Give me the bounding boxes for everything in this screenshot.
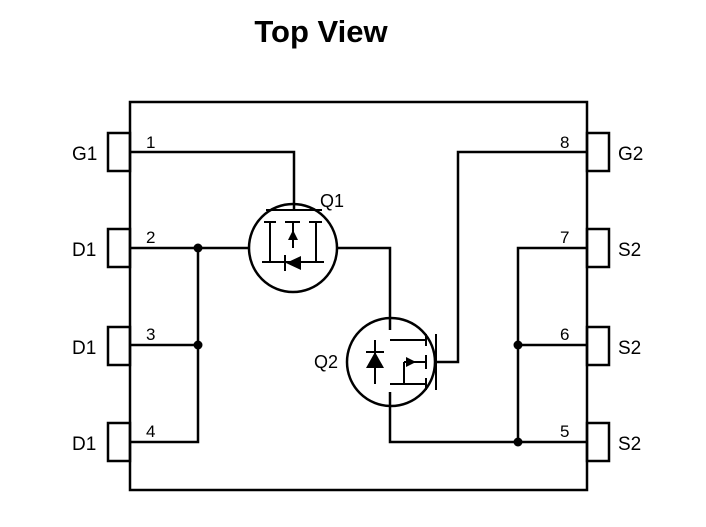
pin-7-number: 7: [560, 228, 569, 247]
wire-pin1-to-q1-gate: [130, 150, 296, 210]
wire-s2-bus: [516, 246, 587, 442]
pin-7-tab: [585, 227, 611, 269]
pin-5-tab: [585, 421, 611, 463]
pin-8-number: 8: [560, 133, 569, 152]
package-outline: [128, 100, 589, 492]
pin-1-number: 1: [146, 133, 155, 152]
junction-dot: [193, 340, 203, 350]
pin-3-number: 3: [146, 325, 155, 344]
wire-pin8-to-q2-gate: [436, 150, 587, 364]
pin-8-label: G2: [618, 144, 643, 165]
pin-8-tab: [585, 131, 611, 173]
pin-6-number: 6: [560, 325, 569, 344]
pin-6-label: S2: [618, 338, 641, 359]
pin-2-number: 2: [146, 228, 155, 247]
q1-mosfet-symbol: [247, 202, 339, 294]
wire-d1-bus: [130, 248, 200, 444]
pin-1-tab: [106, 131, 132, 173]
junction-dot: [513, 340, 523, 350]
junction-dot: [193, 243, 203, 253]
pin-7-label: S2: [618, 240, 641, 261]
pin-1-label: G1: [72, 144, 97, 165]
pin-2-label: D1: [72, 240, 96, 261]
junction-dot: [513, 437, 523, 447]
pin-5-label: S2: [618, 434, 641, 455]
diagram-title: Top View: [254, 14, 388, 49]
pin-5-number: 5: [560, 422, 569, 441]
wire-q2-to-pin5: [388, 392, 587, 444]
pin-6-tab: [585, 325, 611, 367]
pin-4-label: D1: [72, 434, 96, 455]
q2-mosfet-symbol: [345, 316, 437, 408]
pin-4-tab: [106, 421, 132, 463]
q1-label: Q1: [320, 191, 344, 211]
pin-3-label: D1: [72, 338, 96, 359]
wire-q1-to-q2: [336, 246, 392, 330]
q2-label: Q2: [314, 352, 338, 372]
pin-2-tab: [106, 227, 132, 269]
pin-3-tab: [106, 325, 132, 367]
pin-4-number: 4: [146, 422, 155, 441]
